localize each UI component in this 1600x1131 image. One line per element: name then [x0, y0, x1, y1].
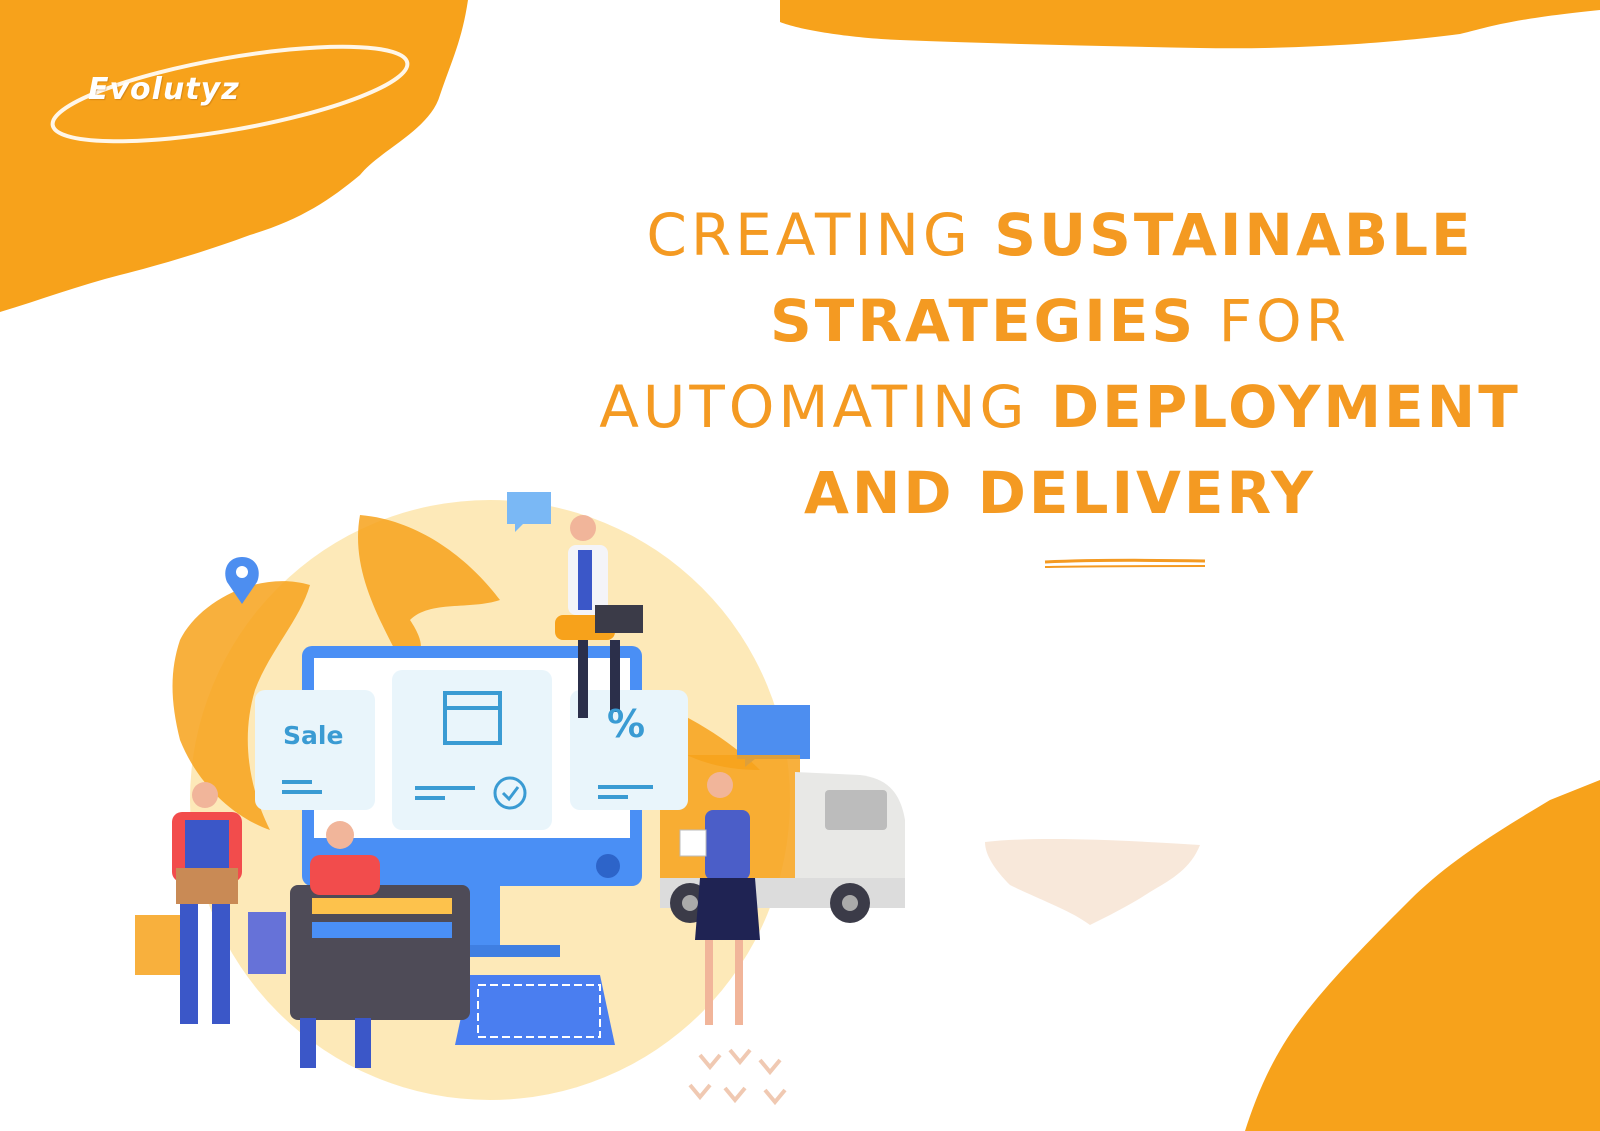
check-circle-icon [493, 776, 527, 810]
shopping-bag-icon [135, 912, 286, 975]
woman-with-laptop-figure [555, 515, 643, 718]
keyboard-icon [455, 975, 615, 1045]
orange-brush-bottom-right [1245, 780, 1600, 1131]
shopper-figure [300, 821, 380, 1068]
headline-word: FOR [1218, 287, 1350, 355]
orange-brush-top-left [0, 0, 468, 312]
card-line [282, 780, 312, 784]
orange-brush-top-band [780, 0, 1600, 49]
decorative-chevrons [688, 1048, 787, 1106]
headline-word-emphasis: DEPLOYMENT [1050, 373, 1521, 441]
card-line [415, 796, 445, 800]
beige-brush-mark [985, 838, 1200, 925]
headline-line-3: AUTOMATING DEPLOYMENT [560, 364, 1560, 450]
logo-swoosh [50, 44, 410, 144]
chat-bubble-icon [507, 492, 551, 532]
chat-bubble-icon [737, 705, 810, 767]
headline-word-emphasis: SUSTAINABLE [994, 201, 1474, 269]
window-frame-icon [443, 691, 502, 745]
evolutyz-logo[interactable]: Evolutyz [88, 72, 240, 107]
headline-word-emphasis: AND DELIVERY [803, 459, 1317, 527]
percent-card-label: % [607, 702, 646, 746]
delivery-person-figure [172, 782, 242, 1024]
headline-line-1: CREATING SUSTAINABLE [560, 192, 1560, 278]
card-line [598, 795, 628, 799]
discount-card [570, 690, 688, 810]
globe-continents [172, 515, 760, 830]
location-pin-icon [225, 557, 259, 604]
woman-with-tablet-figure [679, 772, 760, 1025]
headline-line-4: AND DELIVERY [560, 450, 1560, 536]
headline-underline-2 [1044, 565, 1206, 568]
credit-card-icon [290, 885, 470, 1020]
headline-word-emphasis: STRATEGIES [770, 287, 1197, 355]
card-line [415, 786, 475, 790]
page-headline: CREATING SUSTAINABLE STRATEGIES FOR AUTO… [560, 192, 1560, 536]
sale-card-label: Sale [283, 721, 344, 750]
card-line [282, 790, 322, 794]
headline-line-2: STRATEGIES FOR [560, 278, 1560, 364]
card-line [598, 785, 653, 789]
headline-underline [1044, 558, 1206, 564]
headline-word: AUTOMATING [599, 373, 1029, 441]
headline-word: CREATING [646, 201, 972, 269]
